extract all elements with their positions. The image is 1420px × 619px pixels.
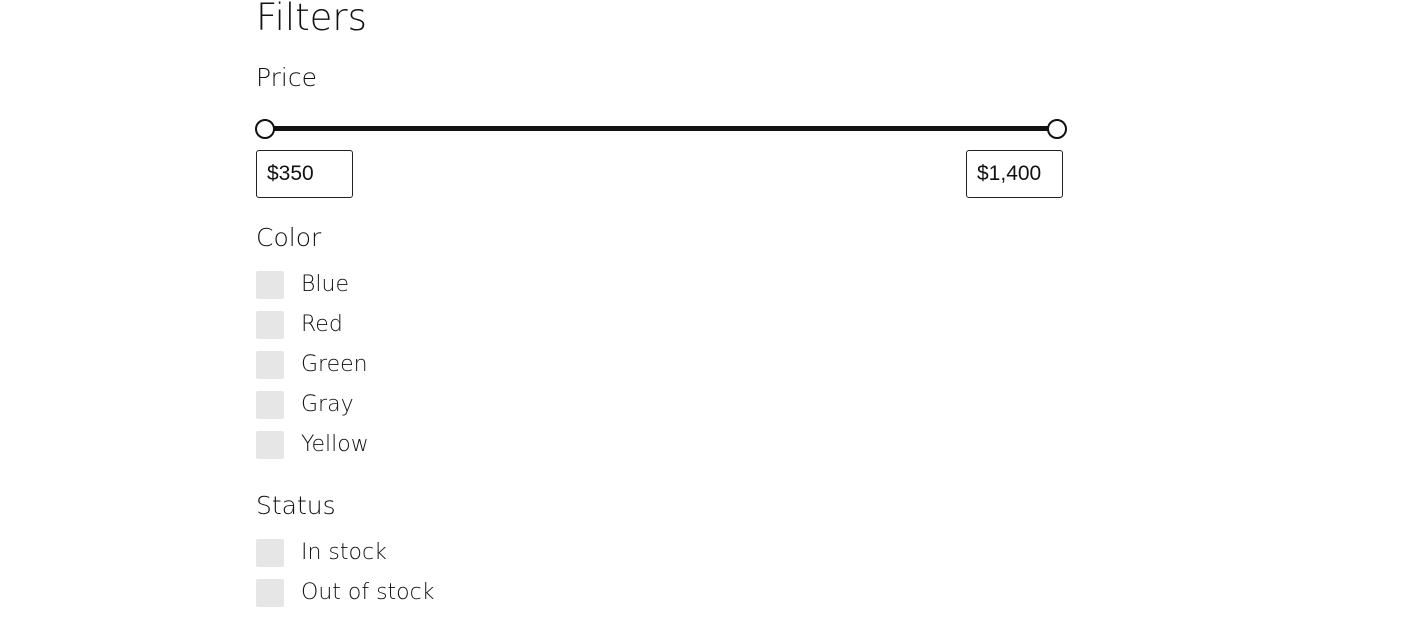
color-option-label: Yellow [301,432,369,457]
color-red-checkbox[interactable] [256,311,284,339]
price-min-input[interactable] [256,150,353,198]
color-option-label: Blue [301,272,349,297]
color-option-label: Green [301,352,368,377]
status-option-label: In stock [301,540,387,565]
price-max-handle[interactable] [1047,119,1067,139]
price-slider-track[interactable] [264,126,1056,131]
color-gray-checkbox[interactable] [256,391,284,419]
status-in-stock-checkbox[interactable] [256,539,284,567]
price-range-slider[interactable] [255,118,1067,140]
filters-title: Filters [256,0,367,39]
price-min-handle[interactable] [255,119,275,139]
price-heading: Price [256,63,317,92]
color-option-label: Gray [301,392,354,417]
status-out-of-stock-checkbox[interactable] [256,579,284,607]
price-max-input[interactable] [966,150,1063,198]
color-yellow-checkbox[interactable] [256,431,284,459]
color-heading: Color [256,223,322,252]
color-green-checkbox[interactable] [256,351,284,379]
color-option-label: Red [301,312,343,337]
status-heading: Status [256,491,336,520]
color-blue-checkbox[interactable] [256,271,284,299]
status-option-label: Out of stock [301,580,435,605]
filters-panel: Filters Price Color Blue Red Green Gray … [255,0,1067,612]
